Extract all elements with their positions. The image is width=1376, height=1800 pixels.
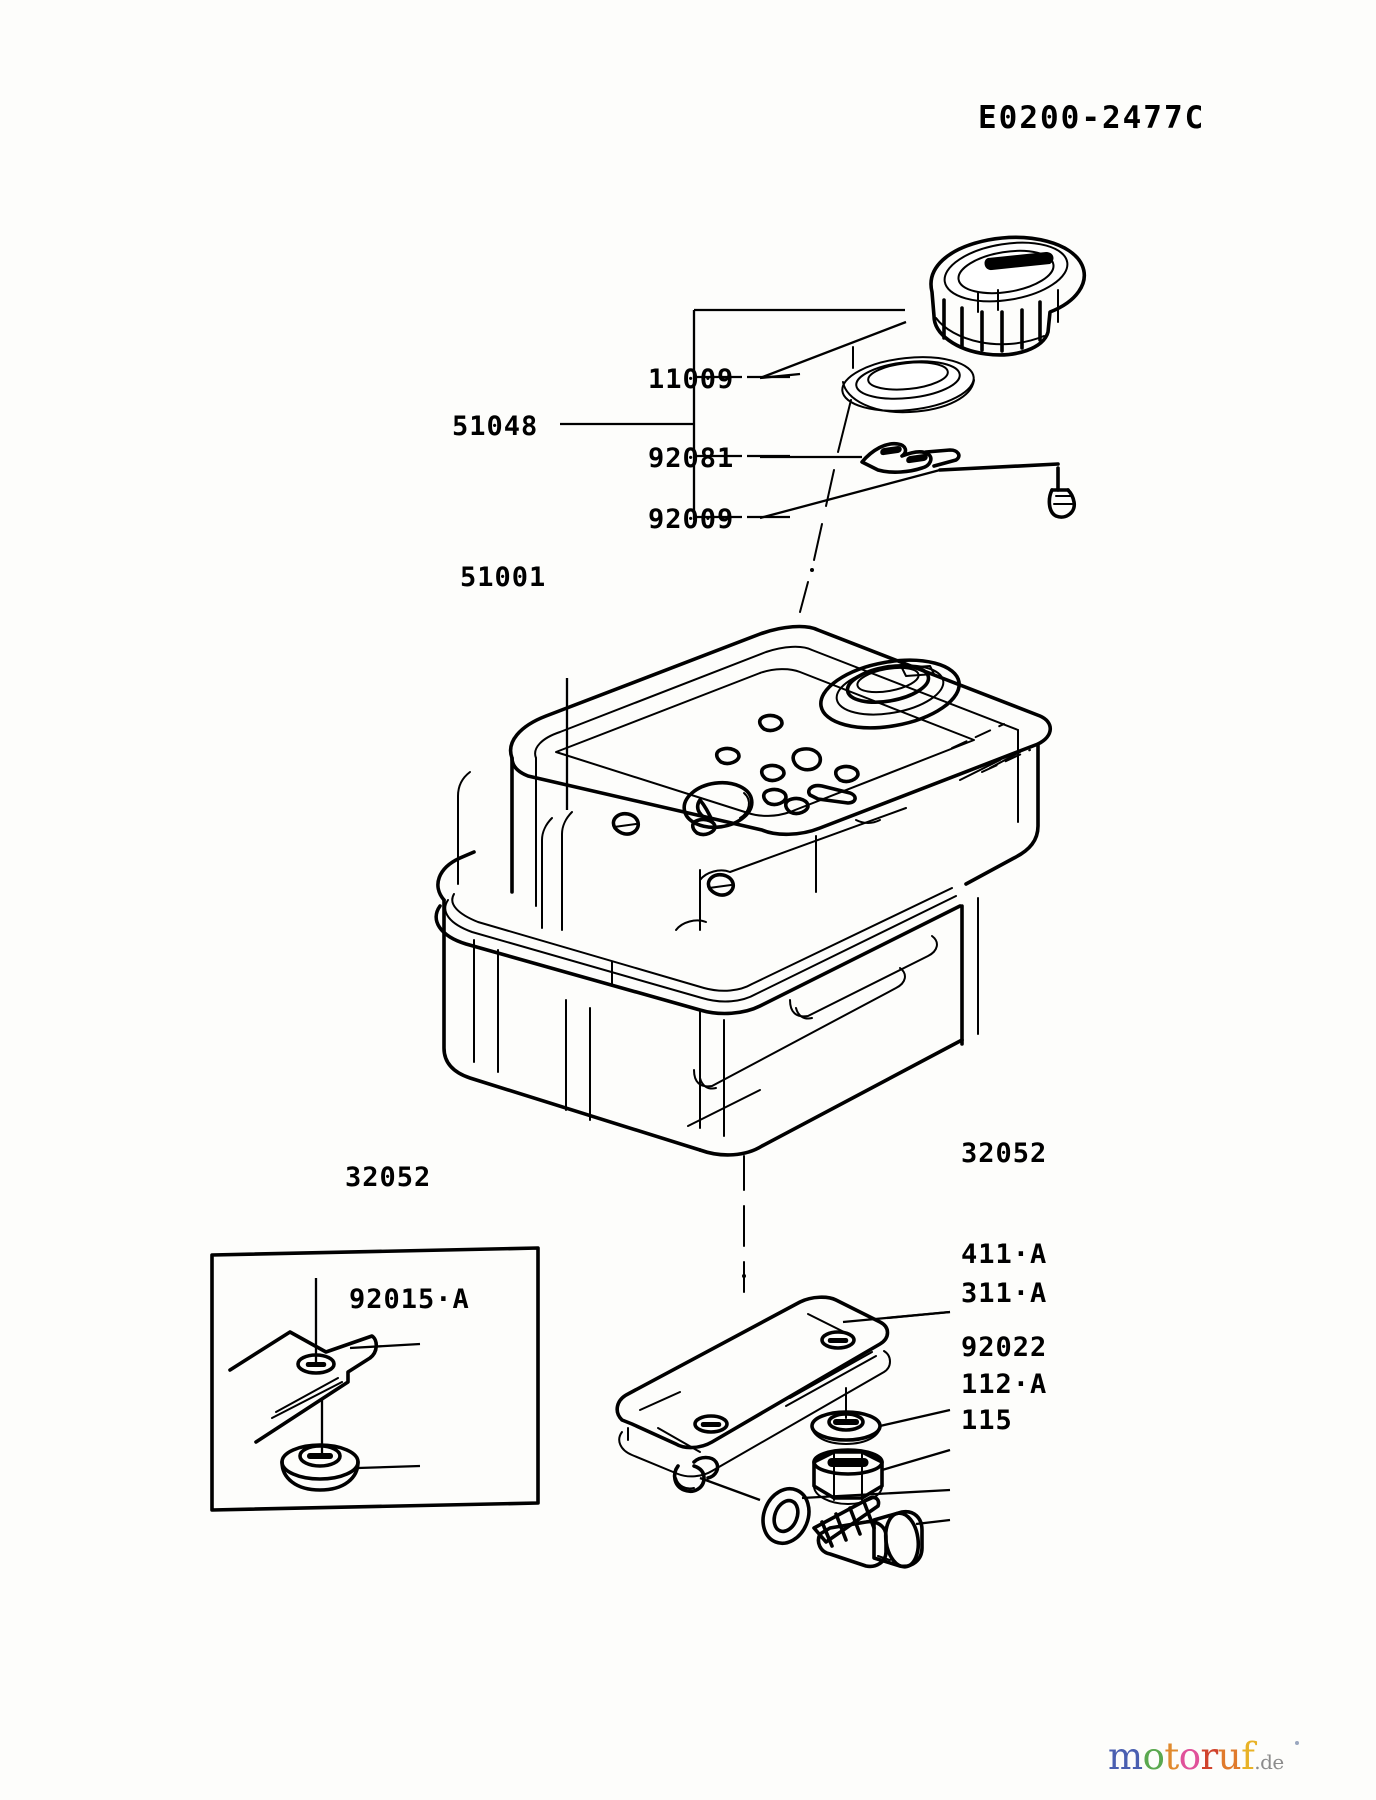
- washer-92022-part: [699, 1476, 951, 1546]
- drawing-number: E0200-2477C: [978, 100, 1206, 136]
- washer-411a-part: [810, 1387, 951, 1445]
- watermark-letter: u: [1217, 1735, 1242, 1778]
- fuel-cap-part: [759, 235, 1086, 380]
- watermark-suffix: .de: [1254, 1750, 1284, 1774]
- watermark-letter: o: [1178, 1735, 1201, 1778]
- tank-bracket-axis: [742, 1155, 746, 1293]
- label-92009: 92009: [648, 504, 735, 535]
- label-51001: 51001: [460, 562, 547, 593]
- watermark-letter: t: [1164, 1735, 1179, 1778]
- bolt-part: [812, 1495, 951, 1569]
- fuel-tank-part: [434, 624, 1053, 1157]
- tank-top-bosses: [611, 713, 860, 897]
- label-32052-inset: 32052: [345, 1162, 432, 1193]
- label-115: 115: [961, 1405, 1013, 1436]
- label-411a: 411·A: [961, 1239, 1048, 1270]
- label-92015a-inset: 92015·A: [349, 1284, 470, 1315]
- tank-side-ribs: [687, 935, 938, 1137]
- label-32052-bracket: 32052: [961, 1138, 1048, 1169]
- label-11009: 11009: [648, 364, 735, 395]
- detail-inset-box: [210, 1246, 540, 1512]
- site-watermark: motoruf.de: [1108, 1738, 1284, 1775]
- watermark-letter: f: [1241, 1735, 1255, 1778]
- watermark-letters: motoruf: [1108, 1735, 1255, 1778]
- cap-retainer-screw-part: [759, 462, 1077, 520]
- watermark-letter: m: [1108, 1735, 1143, 1778]
- label-92081: 92081: [648, 443, 735, 474]
- label-311a: 311·A: [961, 1278, 1048, 1309]
- watermark-dot-icon: [1295, 1741, 1299, 1745]
- cap-assembly-bracket-lines: [560, 308, 905, 520]
- label-92022: 92022: [961, 1332, 1048, 1363]
- label-112a: 112·A: [961, 1369, 1048, 1400]
- cap-gasket-part: [759, 356, 975, 414]
- label-51048: 51048: [452, 411, 539, 442]
- cap-retainer-clip-part: [760, 441, 961, 474]
- mount-bracket-part: [615, 1295, 951, 1494]
- watermark-letter: r: [1200, 1735, 1219, 1778]
- watermark-letter: o: [1142, 1735, 1165, 1778]
